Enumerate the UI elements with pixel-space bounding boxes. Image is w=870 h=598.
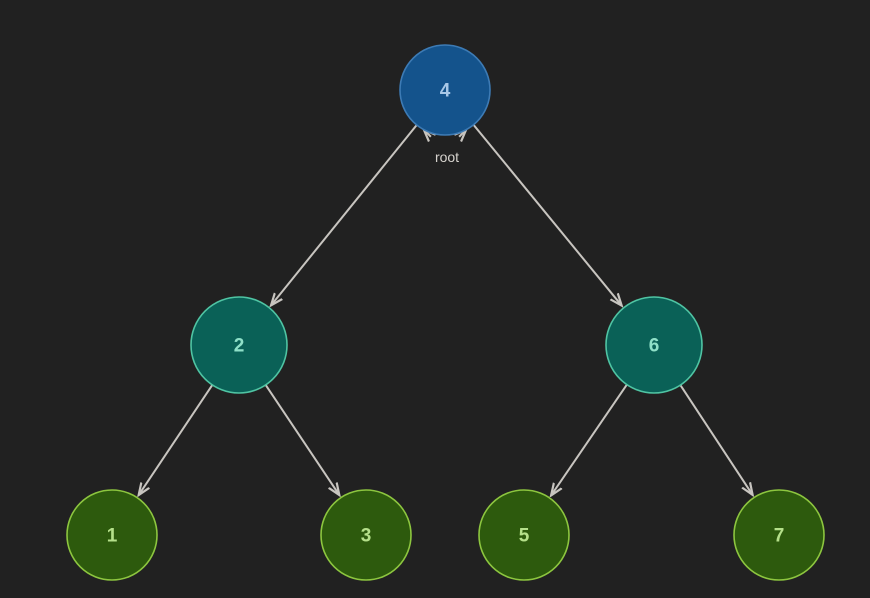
node-circle[interactable] <box>66 489 158 581</box>
tree-edge <box>271 124 418 305</box>
node-circle[interactable] <box>399 44 491 136</box>
annotation-layer: root <box>435 149 459 165</box>
root-annotation-label: root <box>435 149 459 165</box>
node-circle[interactable] <box>605 296 703 394</box>
node-circle[interactable] <box>320 489 412 581</box>
tree-node-6[interactable]: 6 <box>605 296 703 394</box>
tree-edge <box>679 384 752 495</box>
tree-node-3[interactable]: 3 <box>320 489 412 581</box>
tree-edge <box>551 384 628 496</box>
tree-node-1[interactable]: 1 <box>66 489 158 581</box>
tree-node-2[interactable]: 2 <box>190 296 288 394</box>
tree-node-7[interactable]: 7 <box>733 489 825 581</box>
tree-edge <box>472 124 622 306</box>
node-circle[interactable] <box>733 489 825 581</box>
edge-layer <box>139 124 753 496</box>
tree-edge <box>139 384 214 495</box>
node-circle[interactable] <box>190 296 288 394</box>
node-circle[interactable] <box>478 489 570 581</box>
tree-node-5[interactable]: 5 <box>478 489 570 581</box>
tree-node-4[interactable]: 4 <box>399 44 491 136</box>
tree-edge <box>264 384 340 495</box>
